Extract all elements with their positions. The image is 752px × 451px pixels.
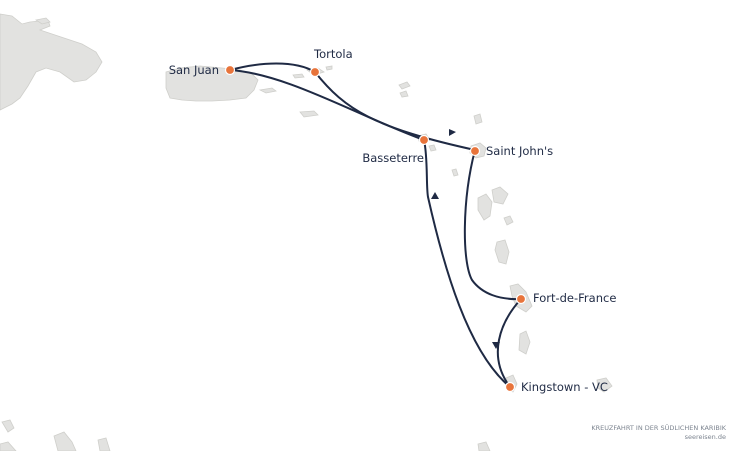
port-basseterre[interactable]: Basseterre	[362, 134, 430, 166]
route-arrow	[492, 342, 500, 349]
credits-title: KREUZFAHRT IN DER SÜDLICHEN KARIBIK	[591, 424, 726, 432]
port-label: Tortola	[313, 47, 353, 61]
puerto-rico-island	[165, 65, 259, 102]
route-arrow	[431, 192, 439, 199]
islet	[292, 73, 305, 79]
route-segment	[496, 298, 522, 388]
guadeloupe-island-east	[491, 186, 509, 205]
route-segment	[229, 69, 425, 141]
port-marker[interactable]	[515, 293, 527, 305]
route-layer	[229, 62, 522, 388]
coast-segment	[477, 441, 491, 451]
port-label: Kingstown - VC	[521, 380, 608, 394]
hispaniola-island	[0, 13, 103, 111]
port-label: Saint John's	[486, 144, 553, 158]
port-marker[interactable]	[418, 134, 430, 146]
nevis-island	[428, 144, 437, 152]
port-tortola[interactable]: Tortola	[309, 47, 353, 78]
route-arrow	[449, 129, 456, 136]
barbuda-island	[473, 113, 483, 125]
islet	[398, 81, 411, 90]
islet	[258, 87, 277, 94]
port-label: San Juan	[169, 63, 219, 77]
route-segment	[423, 139, 511, 388]
land-layer	[0, 13, 613, 451]
islet	[325, 65, 333, 71]
port-marker[interactable]	[469, 145, 481, 157]
map-credits: KREUZFAHRT IN DER SÜDLICHEN KARIBIK seer…	[591, 424, 726, 442]
route-segment	[229, 62, 316, 73]
marie-galante-island	[503, 215, 514, 226]
port-marker[interactable]	[224, 64, 236, 76]
guadeloupe-island	[477, 193, 493, 221]
port-saint-johns[interactable]: Saint John's	[469, 144, 554, 158]
dominica-island	[494, 239, 510, 265]
coast-segment	[0, 441, 17, 451]
port-label: Fort-de-France	[533, 291, 616, 305]
route-segment	[314, 71, 476, 151]
port-marker[interactable]	[309, 66, 321, 78]
barbados-island	[596, 377, 613, 393]
port-fort-de-france[interactable]: Fort-de-France	[515, 291, 617, 305]
port-label: Basseterre	[362, 151, 424, 165]
port-san-juan[interactable]: San Juan	[169, 63, 236, 77]
saint-lucia-island	[518, 330, 531, 355]
islet	[1, 419, 15, 433]
coast-segment	[53, 431, 77, 451]
montserrat-island	[451, 168, 459, 177]
islet	[299, 110, 319, 118]
route-segment	[463, 149, 522, 301]
coast-segment	[97, 437, 111, 451]
islet	[34, 17, 51, 25]
islet	[399, 90, 409, 98]
port-kingstown[interactable]: Kingstown - VC	[504, 380, 608, 394]
credits-site: seereisen.de	[684, 433, 726, 441]
port-marker[interactable]	[504, 381, 516, 393]
